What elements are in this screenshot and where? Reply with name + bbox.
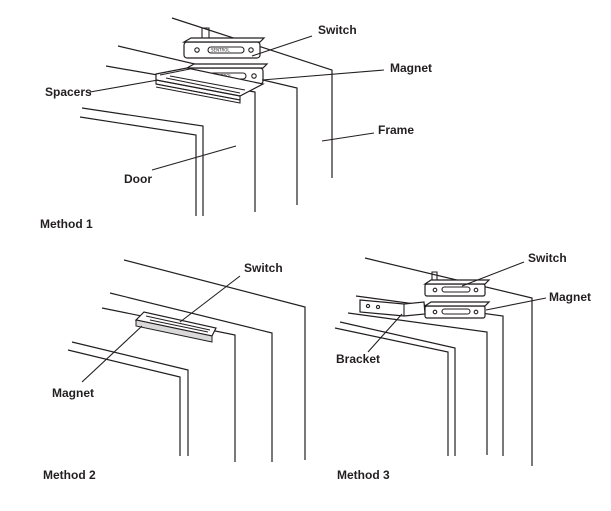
method3-bracket: [359, 299, 426, 317]
method3-door: [334, 321, 456, 456]
method2-leaders: [81, 275, 241, 383]
method1-label-switch: Switch: [318, 23, 357, 37]
method1-label-spacers: Spacers: [45, 85, 92, 99]
method1-label-frame: Frame: [378, 123, 414, 137]
method3-switch: [423, 271, 491, 297]
method1-label-magnet: Magnet: [390, 61, 432, 75]
method1-label-door: Door: [124, 172, 152, 186]
method2-frame: [101, 259, 306, 462]
method3-diagram: Switch Magnet Bracket Method 3: [334, 251, 591, 482]
method3-magnet: [423, 301, 491, 319]
method1-leaders: [89, 35, 385, 171]
method2-magnet: [134, 311, 217, 343]
method1-door: [79, 107, 204, 216]
method3-label-bracket: Bracket: [336, 352, 380, 366]
method2-door: [67, 341, 189, 456]
method2-label-magnet: Magnet: [52, 386, 94, 400]
method3-label-magnet: Magnet: [549, 290, 591, 304]
method2-caption: Method 2: [43, 468, 96, 482]
method2-diagram: Switch Magnet Method 2: [43, 259, 306, 482]
method3-leaders: [367, 261, 547, 353]
method3-label-switch: Switch: [528, 251, 567, 265]
method1-spacers: [155, 67, 265, 104]
method1-caption: Method 1: [40, 217, 93, 231]
method1-switch: SENTROL: [181, 27, 266, 59]
method3-caption: Method 3: [337, 468, 390, 482]
method2-label-switch: Switch: [244, 261, 283, 275]
method1-diagram: SENTROL SENTROL Switch: [40, 17, 432, 231]
method1-switch-brand: SENTROL: [211, 48, 230, 53]
method3-frame: [347, 257, 533, 466]
